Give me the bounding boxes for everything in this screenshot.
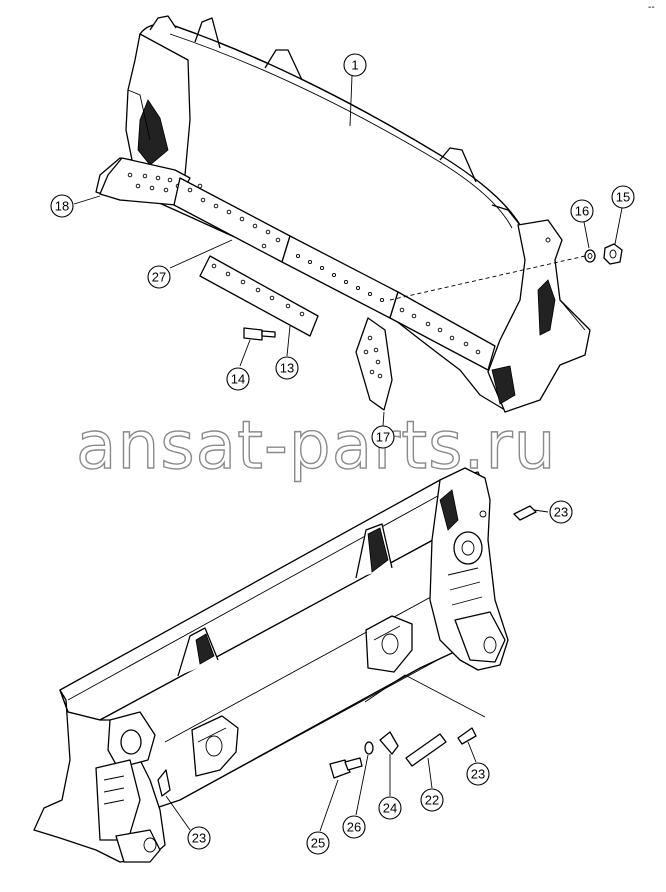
blade-assembly [95, 15, 623, 413]
callout-23-top: 23 [549, 500, 573, 524]
svg-text:25: 25 [311, 836, 325, 851]
svg-text:1: 1 [351, 58, 358, 73]
left-corner-plate [99, 157, 191, 206]
svg-text:27: 27 [152, 270, 166, 285]
svg-text:23: 23 [192, 831, 206, 846]
callout-1: 1 [343, 53, 367, 77]
part-13-holes [211, 263, 305, 317]
callout-23-right: 23 [466, 762, 490, 786]
cutting-edge-right [389, 291, 496, 371]
part-17-end-bit [355, 317, 393, 411]
callout-26: 26 [342, 815, 366, 839]
callout-24: 24 [378, 796, 402, 820]
svg-text:23: 23 [471, 767, 485, 782]
watermark: ansat-parts.ru [76, 407, 556, 484]
part-15-nut [603, 243, 623, 265]
svg-text:17: 17 [376, 430, 390, 445]
svg-text:13: 13 [280, 361, 294, 376]
svg-text:23: 23 [554, 505, 568, 520]
part-22-pin [405, 733, 447, 767]
callouts: 1 18 27 14 13 17 16 [50, 53, 635, 855]
callout-14: 14 [226, 367, 250, 391]
part-24-fitting [379, 731, 399, 755]
corner-mark: -- [648, 2, 655, 13]
svg-text:26: 26 [347, 820, 361, 835]
part-23-fitting-top [513, 505, 537, 521]
part-16-washer [584, 249, 596, 263]
part-23-fitting-left [157, 769, 171, 797]
svg-text:14: 14 [231, 372, 245, 387]
part-14-bolt [243, 327, 276, 341]
callout-23-left: 23 [187, 826, 211, 850]
svg-text:15: 15 [616, 190, 630, 205]
cutting-edge-middle-holes [295, 253, 385, 303]
hidden-line [389, 255, 586, 301]
callout-22: 22 [420, 788, 444, 812]
callout-15: 15 [611, 185, 635, 209]
part-13-edge-plate [199, 255, 319, 337]
part-17-holes [363, 335, 383, 379]
callout-13: 13 [275, 356, 299, 380]
callout-18: 18 [50, 194, 74, 218]
top-rib-1 [149, 15, 177, 31]
svg-text:22: 22 [425, 793, 439, 808]
cutting-edge-left-holes [187, 183, 281, 249]
svg-text:18: 18 [55, 199, 69, 214]
svg-text:24: 24 [383, 801, 397, 816]
svg-text:16: 16 [575, 204, 589, 219]
assembly-leader [364, 674, 486, 718]
callout-16: 16 [570, 199, 594, 223]
part-23-fitting-right [457, 727, 477, 745]
callout-27: 27 [147, 265, 171, 289]
callout-17: 17 [371, 425, 395, 449]
callout-25: 25 [306, 831, 330, 855]
cutting-edge-right-holes [399, 307, 481, 355]
center-mount-bracket [365, 615, 413, 673]
part-26-washer [364, 741, 374, 755]
frame-assembly [33, 467, 537, 863]
top-rib-3 [264, 49, 303, 81]
part-25-bolt [329, 757, 363, 779]
left-mount-bracket [191, 715, 239, 777]
